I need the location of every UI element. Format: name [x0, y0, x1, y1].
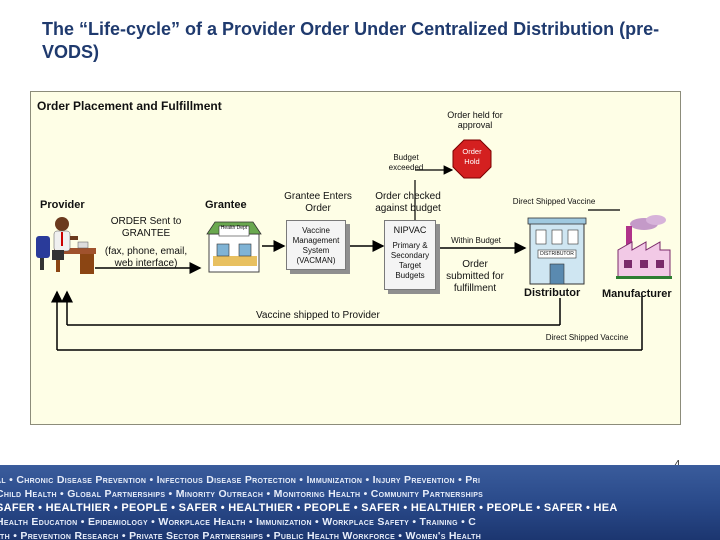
distributor-label: Distributor	[524, 287, 581, 299]
order-sent-label: ORDER Sent to GRANTEE	[110, 216, 182, 239]
within-budget-label: Within Budget	[451, 236, 501, 245]
panel-heading: Order Placement and Fulfillment	[37, 99, 222, 113]
vacman-label: Vaccine Management System (VACMAN)	[292, 226, 340, 265]
direct-shipped-top-label: Direct Shipped Vaccine	[512, 197, 596, 206]
health-dept-sign: Health Dept	[220, 225, 248, 231]
footer-line-2: Child Health • Global Partnerships • Min…	[0, 488, 484, 500]
manufacturer-factory-icon	[612, 214, 674, 280]
order-submitted-label: Order submitted for fulfillment	[446, 259, 504, 294]
manufacturer-label: Manufacturer	[602, 288, 672, 300]
order-channels-label: (fax, phone, email, web interface)	[104, 246, 188, 269]
nipvac-title: NIPVAC	[393, 225, 427, 235]
order-hold-stop-icon: Order Hold	[452, 139, 492, 179]
nipvac-body: Primary & Secondary Target Budgets	[390, 241, 430, 280]
nipvac-box: NIPVAC Primary & Secondary Target Budget…	[384, 220, 436, 290]
distributor-building-icon: DISTRIBUTOR	[526, 214, 588, 286]
footer-line-3: SAFER • HEALTHIER • PEOPLE • SAFER • HEA…	[0, 502, 618, 514]
health-dept-building-icon: Health Dept	[205, 216, 263, 274]
order-checked-label: Order checked against budget	[375, 191, 441, 214]
vaccine-shipped-label: Vaccine shipped to Provider	[254, 310, 382, 321]
provider-label: Provider	[40, 199, 85, 211]
page-number: 4	[660, 459, 680, 470]
grantee-enters-order-label: Grantee Enters Order	[284, 191, 352, 214]
footer-line-4: Health Education • Epidemiology • Workpl…	[0, 516, 477, 528]
footer-banner: al • Chronic Disease Prevention • Infect…	[0, 465, 720, 540]
provider-at-desk-icon	[34, 214, 98, 274]
order-hold-label: Order Hold	[462, 147, 482, 166]
slide-title: The “Life-cycle” of a Provider Order Und…	[42, 19, 660, 62]
budget-exceeded-label: Budget exceeded	[388, 153, 424, 172]
distributor-sign: DISTRIBUTOR	[540, 251, 574, 257]
grantee-label: Grantee	[205, 199, 247, 211]
vacman-box: Vaccine Management System (VACMAN)	[286, 220, 346, 270]
order-held-label: Order held for approval	[447, 110, 503, 130]
direct-shipped-bottom-label: Direct Shipped Vaccine	[545, 333, 629, 342]
footer-line-1: al • Chronic Disease Prevention • Infect…	[0, 474, 481, 486]
footer-line-5: lth • Prevention Research • Private Sect…	[0, 530, 482, 540]
